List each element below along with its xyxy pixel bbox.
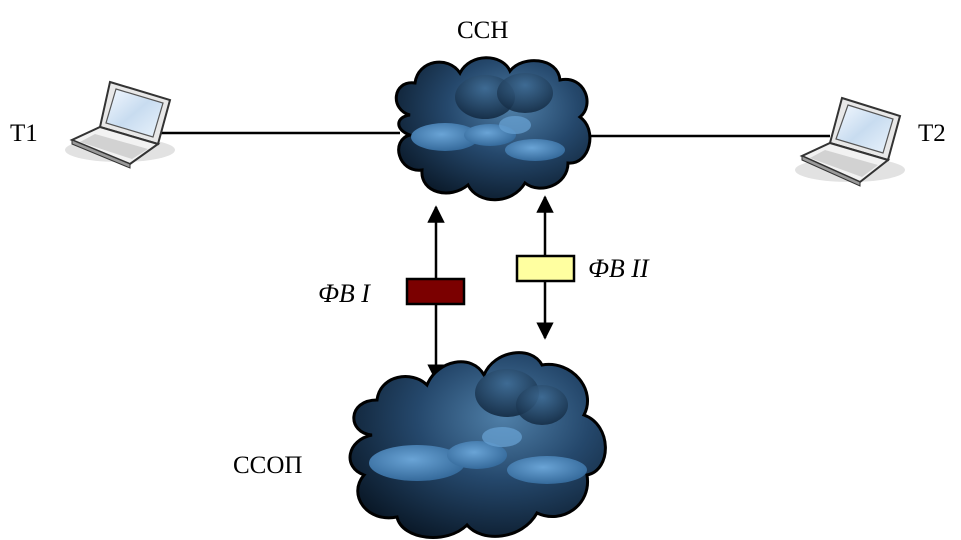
- cloud-icon: [348, 351, 607, 539]
- filter-label-fv2: ФВ II: [588, 254, 650, 283]
- filter-fv1-box: [405, 277, 466, 306]
- filter-label-fv1: ФВ I: [318, 279, 371, 308]
- node-label-t1: T1: [10, 120, 38, 147]
- cloud-icon: [394, 56, 592, 202]
- laptop-icon: [795, 96, 905, 187]
- laptop-icon: [65, 80, 175, 169]
- node-label-t2: T2: [918, 120, 946, 147]
- filter-fv2-box: [515, 254, 576, 283]
- node-label-ssn: ССН: [457, 17, 508, 44]
- node-label-ssop: ССОП: [233, 452, 302, 479]
